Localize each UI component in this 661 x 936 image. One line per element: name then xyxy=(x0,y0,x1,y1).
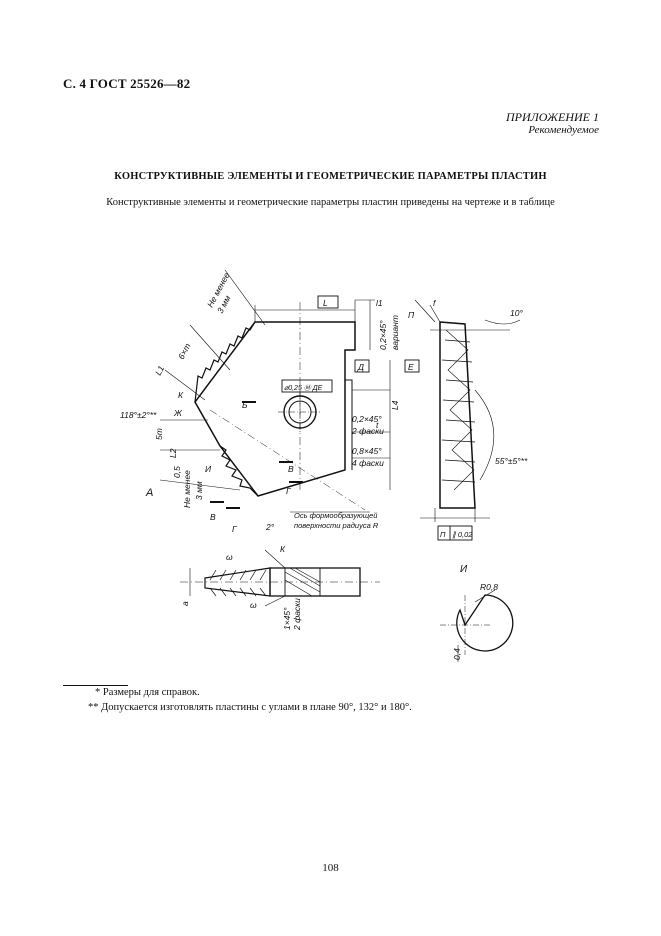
svg-text:a: a xyxy=(180,601,190,606)
technical-drawing: Не менее 3 мм 6×m L1 L l1 0,2×45° вариан… xyxy=(120,269,528,662)
standard-reference: С. 4 ГОСТ 25526—82 xyxy=(63,76,191,91)
annex-status: Рекомендуемое xyxy=(528,124,599,136)
datum-box-e xyxy=(404,359,420,373)
footnote-divider xyxy=(63,685,128,686)
drawing-labels: Не менее 3 мм 6×m L1 L l1 0,2×45° вариан… xyxy=(120,271,528,660)
plate-side-view xyxy=(414,299,521,541)
svg-text:0,2×45°: 0,2×45° xyxy=(378,320,388,350)
svg-text:R0,8: R0,8 xyxy=(480,582,498,592)
section-title: КОНСТРУКТИВНЫЕ ЭЛЕМЕНТЫ И ГЕОМЕТРИЧЕСКИЕ… xyxy=(114,171,547,182)
svg-text:55°±5°**: 55°±5°** xyxy=(495,456,528,466)
svg-text:t: t xyxy=(376,420,379,430)
svg-text:∥ 0,02: ∥ 0,02 xyxy=(452,530,473,539)
svg-text:1×45°: 1×45° xyxy=(282,607,292,630)
svg-text:6×m: 6×m xyxy=(176,341,193,361)
svg-text:А: А xyxy=(145,487,153,499)
svg-text:Е: Е xyxy=(408,362,414,372)
svg-text:L1: L1 xyxy=(153,364,166,377)
svg-text:Г: Г xyxy=(286,486,292,496)
svg-text:118°±2°**: 118°±2°** xyxy=(120,410,157,420)
svg-text:В: В xyxy=(288,464,294,474)
svg-text:К: К xyxy=(280,544,286,554)
svg-text:L4: L4 xyxy=(390,400,400,410)
svg-text:Не менее: Не менее xyxy=(182,470,192,508)
svg-text:Ж: Ж xyxy=(173,408,183,418)
svg-text:2°: 2° xyxy=(265,522,275,532)
svg-text:0,2×45°: 0,2×45° xyxy=(352,414,382,424)
svg-text:П: П xyxy=(440,530,446,539)
svg-text:2 фаски: 2 фаски xyxy=(351,426,384,436)
plate-cross-section xyxy=(180,549,380,607)
svg-text:вариант: вариант xyxy=(390,315,400,350)
svg-text:5m: 5m xyxy=(154,428,164,440)
page-number: 108 xyxy=(322,862,339,874)
svg-text:0,5: 0,5 xyxy=(172,466,182,478)
footnote-reference-dimensions: * Размеры для справок. xyxy=(95,687,200,698)
svg-text:L: L xyxy=(323,298,328,308)
svg-text:И: И xyxy=(205,464,212,474)
svg-text:f: f xyxy=(433,298,437,308)
svg-text:l1: l1 xyxy=(376,298,383,308)
svg-text:0,8×45°: 0,8×45° xyxy=(352,446,382,456)
main-view-dimensions xyxy=(159,269,391,513)
svg-text:0,4: 0,4 xyxy=(452,648,462,660)
svg-text:поверхности радиуса R: поверхности радиуса R xyxy=(294,521,379,530)
detail-i-view xyxy=(440,589,514,662)
svg-text:⌀0,25 Ⓜ ДЕ: ⌀0,25 Ⓜ ДЕ xyxy=(284,384,323,392)
svg-text:И: И xyxy=(460,564,468,575)
svg-text:В: В xyxy=(210,512,216,522)
svg-text:3 мм: 3 мм xyxy=(194,481,204,500)
svg-text:Б: Б xyxy=(242,400,248,410)
svg-text:К: К xyxy=(178,390,184,400)
intro-paragraph: Конструктивные элементы и геометрические… xyxy=(106,197,555,208)
svg-text:Г: Г xyxy=(232,524,238,534)
svg-text:Ось формообразующей: Ось формообразующей xyxy=(294,511,378,520)
svg-text:2 фаски: 2 фаски xyxy=(292,598,302,631)
datum-box-d xyxy=(354,359,370,373)
plate-main-view xyxy=(194,302,366,511)
svg-text:10°: 10° xyxy=(510,308,523,318)
svg-text:Д: Д xyxy=(357,362,364,372)
annex-label: ПРИЛОЖЕНИЕ 1 xyxy=(506,110,599,124)
svg-text:4 фаски: 4 фаски xyxy=(352,458,384,468)
footnote-plan-angles: ** Допускается изготовлять пластины с уг… xyxy=(88,702,412,713)
svg-text:L2: L2 xyxy=(168,448,178,458)
dim-box-l xyxy=(317,295,339,309)
svg-text:ω: ω xyxy=(226,552,233,562)
svg-text:П: П xyxy=(408,310,415,320)
svg-text:ω: ω xyxy=(250,600,257,610)
position-tolerance-frame xyxy=(281,379,333,393)
